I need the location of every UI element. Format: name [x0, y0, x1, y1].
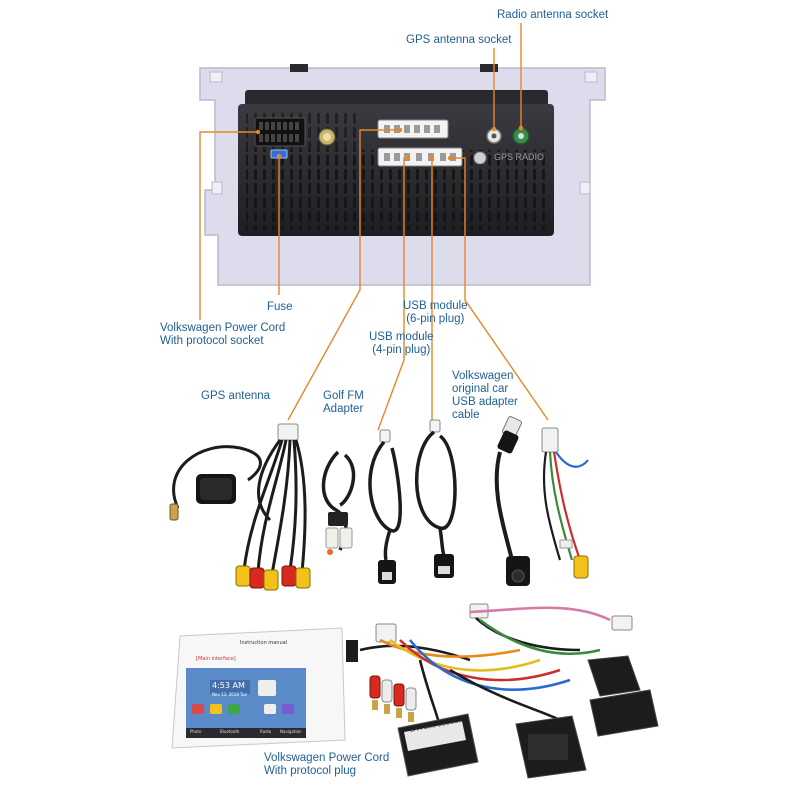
usb-cable-icon — [368, 429, 402, 584]
power-cord-harness-icon: CAN BUS DECODER — [346, 603, 659, 779]
label-line: Adapter — [323, 403, 364, 415]
rca-harness-icon — [235, 423, 311, 591]
label-line: Golf FM — [323, 390, 364, 402]
label-line: USB module — [369, 331, 434, 343]
manual-dock-photo: Photo — [190, 729, 202, 734]
manual-dock-bluetooth: Bluetooth — [220, 729, 240, 734]
label-line: original car — [452, 383, 509, 395]
gps-antenna-icon — [169, 445, 262, 521]
rca-plug-icon — [369, 675, 417, 722]
label-vw-power-cord-plug: Volkswagen Power Cord With protocol plug — [264, 752, 389, 778]
manual-section: [Main interface] — [196, 656, 236, 662]
manual-time: 4:53 AM — [212, 681, 245, 690]
aux-harness-icon — [541, 427, 589, 579]
tablet-manual-icon — [171, 627, 346, 749]
label-line: (6-pin plug) — [406, 313, 465, 325]
label-line: cable — [452, 409, 480, 421]
label-vw-power-cord-socket: Volkswagen Power Cord With protocol sock… — [160, 322, 285, 348]
usb-cable-icon — [415, 419, 457, 578]
label-line: With protocol plug — [264, 765, 357, 777]
label-line: Volkswagen Power Cord — [264, 752, 390, 764]
label-line: USB module — [403, 300, 468, 312]
gps-radio-print: GPS RADIO — [494, 152, 544, 162]
label-radio-antenna-socket: Radio antenna socket — [497, 9, 609, 21]
can-bus-decoder-icon: CAN BUS DECODER — [397, 713, 479, 777]
label-gps-antenna-socket: GPS antenna socket — [406, 34, 512, 46]
label-line: (4-pin plug) — [372, 344, 431, 356]
label-line: Volkswagen Power Cord — [160, 322, 286, 334]
label-usb-module-4pin: USB module (4-pin plug) — [369, 331, 434, 357]
label-line: With protocol socket — [160, 335, 264, 347]
usb-cable-icon — [494, 416, 530, 586]
fm-adapter-icon — [321, 450, 356, 555]
label-usb-module-6pin: USB module (6-pin plug) — [403, 300, 468, 326]
manual-dock-navigation: Navigation — [280, 729, 302, 734]
label-fuse: Fuse — [267, 301, 293, 313]
label-line: USB adapter — [452, 396, 518, 408]
manual-dock-radio: Radio — [260, 729, 272, 734]
head-unit-back-panel: GPS RADIO — [199, 64, 606, 286]
manual-date: Nov 13, 2018 Tue — [212, 692, 247, 697]
label-gps-antenna: GPS antenna — [201, 390, 271, 402]
label-vw-usb-adapter: Volkswagen original car USB adapter cabl… — [452, 370, 518, 422]
label-line: Volkswagen — [452, 370, 514, 382]
manual-title: Instruction manual — [240, 640, 288, 646]
label-golf-fm-adapter: Golf FM Adapter — [323, 390, 364, 416]
